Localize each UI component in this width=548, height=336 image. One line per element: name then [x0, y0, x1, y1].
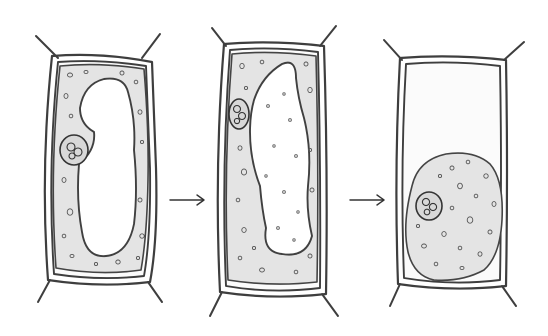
cell-wall-extension [142, 34, 160, 58]
vacuole [78, 79, 136, 257]
cell-wall-extension [148, 282, 162, 302]
cell-wall-extension [322, 294, 338, 316]
cell-stage-3 [384, 40, 524, 306]
arrow-2 [350, 195, 384, 205]
cell-wall-extension [210, 292, 222, 316]
cell-wall-extension [390, 284, 400, 306]
cell-stage-1 [36, 34, 162, 302]
arrow-1 [170, 195, 204, 205]
cell-wall-extension [504, 42, 524, 60]
cell-wall-extension [38, 280, 50, 302]
cell-wall-extension [502, 286, 516, 306]
cell-stage-2 [210, 26, 338, 316]
cell-wall-extension [320, 26, 336, 46]
cell-wall-extension [384, 40, 402, 60]
